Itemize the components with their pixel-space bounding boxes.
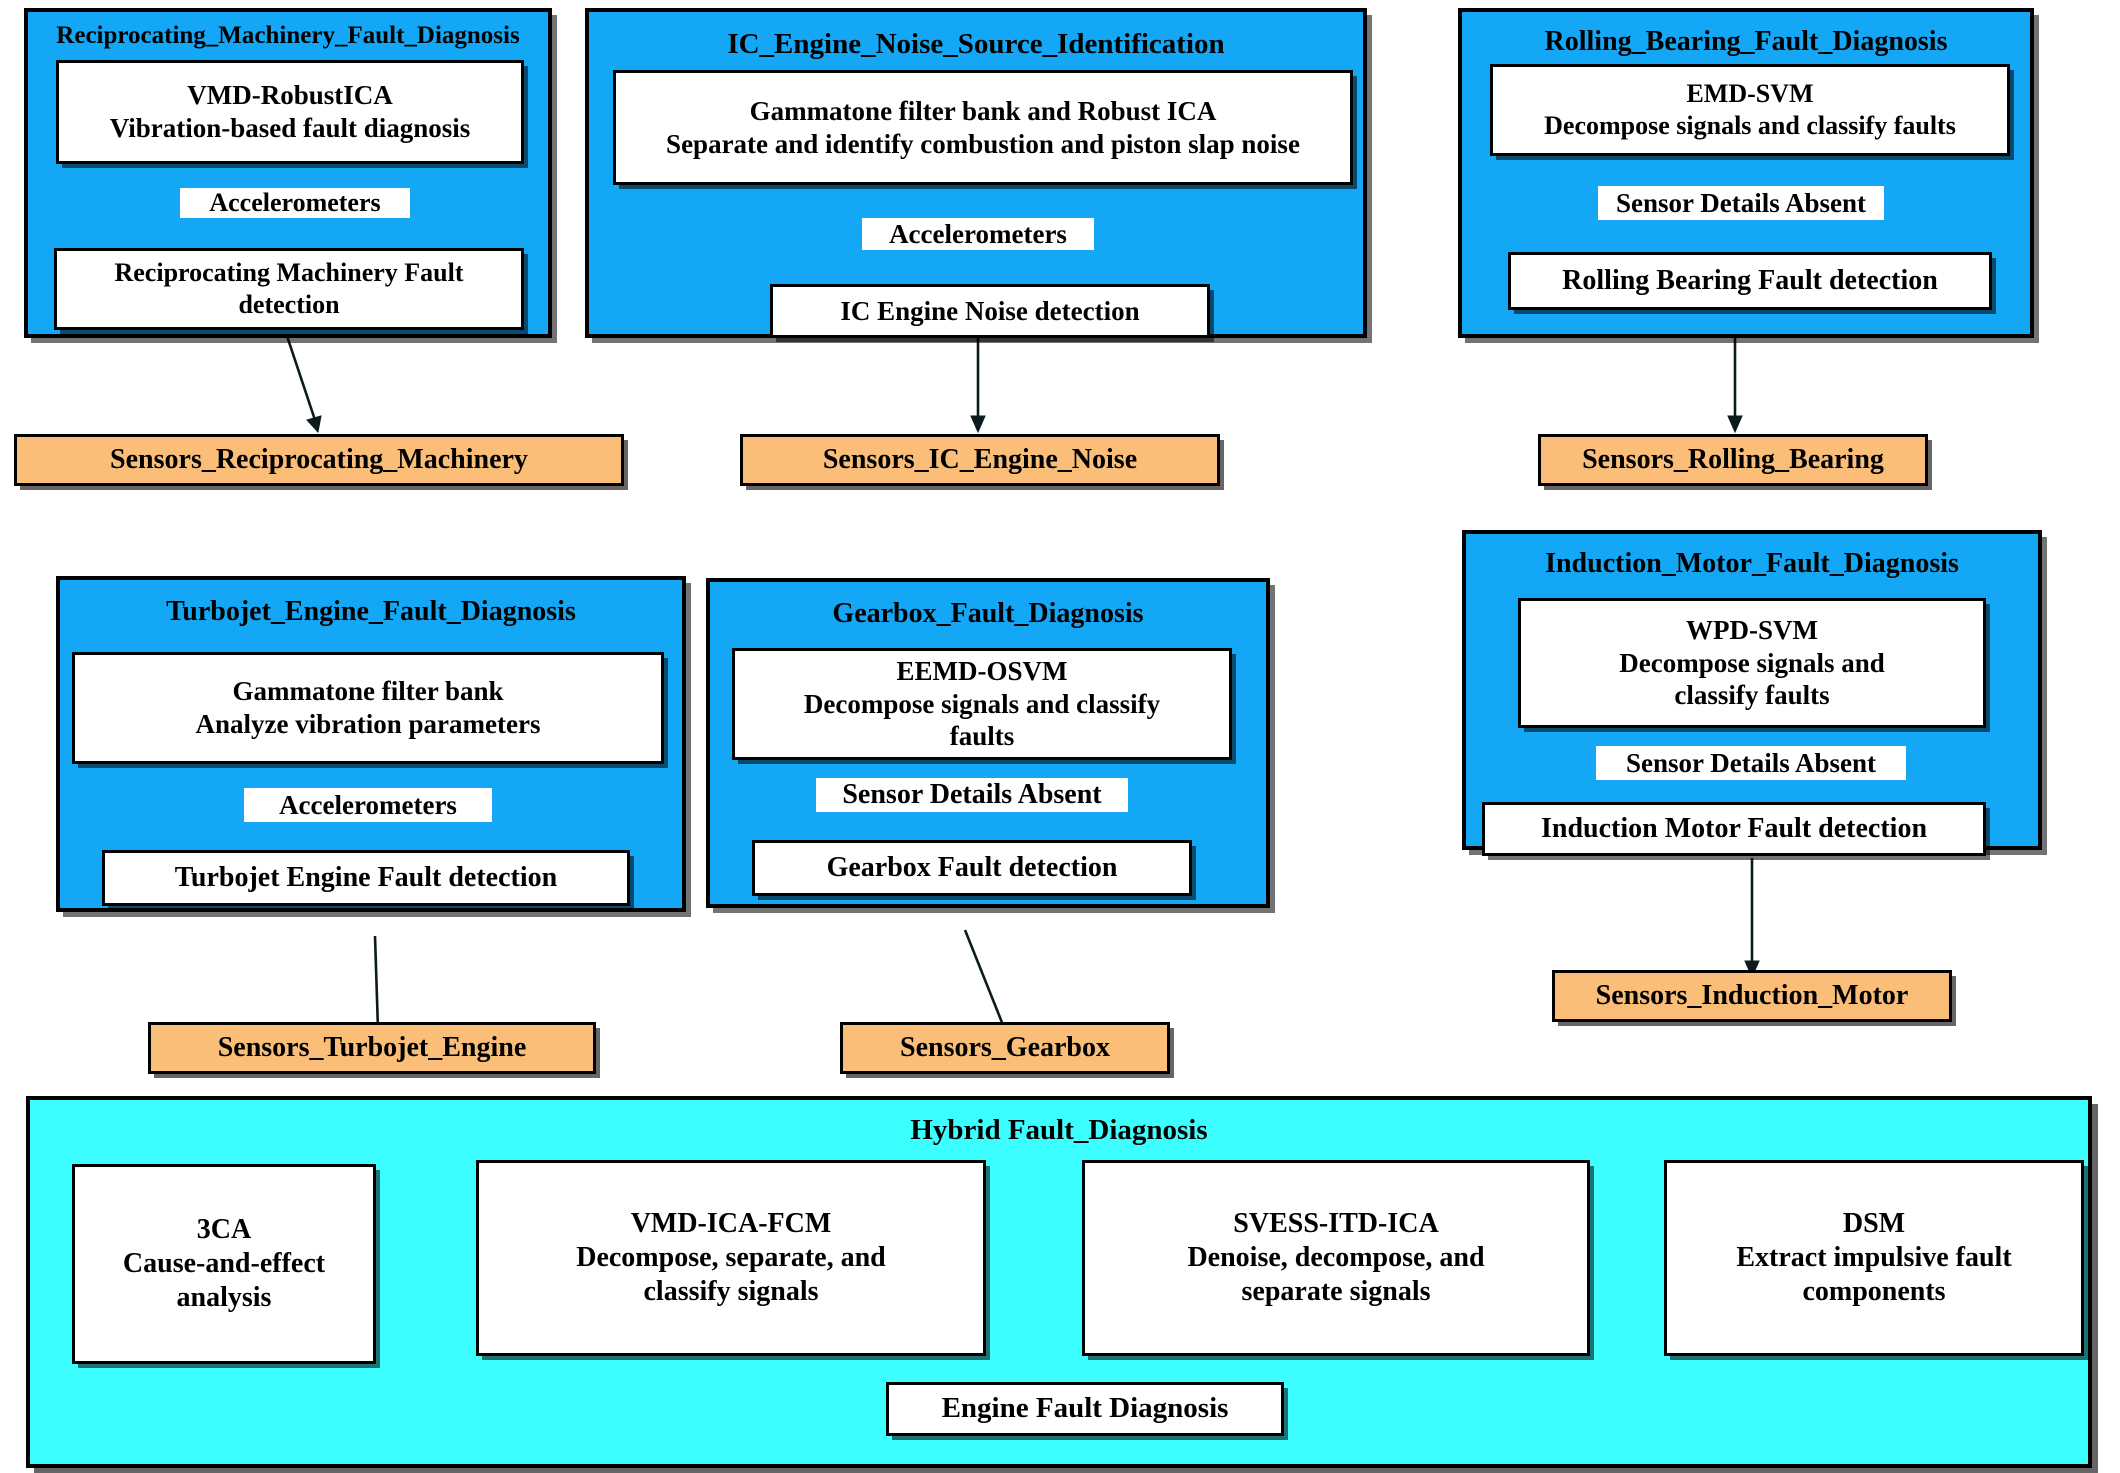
node-vmd-robustica[interactable]: VMD-RobustICA Vibration-based fault diag… [56, 60, 524, 164]
cluster-title-hybrid: Hybrid Fault_Diagnosis [910, 1114, 1208, 1146]
node-svess-itd-ica[interactable]: SVESS-ITD-ICA Denoise, decompose, and se… [1082, 1160, 1590, 1356]
node-wpd-svm-desc: Decompose signals and [1619, 647, 1885, 678]
node-eemd-osvm-desc2: faults [949, 721, 1015, 752]
edge-label-ic-accelerometers: Accelerometers [862, 218, 1094, 250]
node-vmd-ica-fcm-name: VMD-ICA-FCM [630, 1207, 832, 1239]
node-3ca-desc: Cause-and-effect [122, 1247, 326, 1279]
node-dsm-desc: Extract impulsive fault [1736, 1241, 2012, 1273]
node-ic-engine-noise-detection[interactable]: IC Engine Noise detection [770, 284, 1210, 338]
node-engine-fault-diagnosis[interactable]: Engine Fault Diagnosis [886, 1382, 1284, 1436]
node-induction-motor-detection-l1: Induction Motor Fault detection [1540, 812, 1928, 844]
node-reciprocating-detection[interactable]: Reciprocating Machinery Fault detection [54, 248, 524, 330]
node-gearbox-detection[interactable]: Gearbox Fault detection [752, 840, 1192, 896]
cluster-title-induction-motor: Induction_Motor_Fault_Diagnosis [1545, 548, 1959, 579]
cluster-title-reciprocating: Reciprocating_Machinery_Fault_Diagnosis [56, 22, 520, 49]
node-wpd-svm-name: WPD-SVM [1686, 614, 1818, 645]
node-dsm[interactable]: DSM Extract impulsive fault components [1664, 1160, 2084, 1356]
node-emd-svm-desc: Decompose signals and classify faults [1544, 111, 1956, 140]
arrowhead-recip-sensor [306, 415, 322, 434]
node-ic-engine-noise-detection-l1: IC Engine Noise detection [840, 295, 1140, 326]
edge-tj-to-sensor [373, 935, 380, 1031]
node-vmd-robustica-desc: Vibration-based fault diagnosis [109, 113, 471, 143]
cluster-title-rolling-bearing: Rolling_Bearing_Fault_Diagnosis [1544, 26, 1948, 57]
sensor-rolling-bearing[interactable]: Sensors_Rolling_Bearing [1538, 434, 1928, 486]
node-svess-itd-ica-desc2: separate signals [1241, 1276, 1431, 1308]
node-vmd-ica-fcm-desc2: classify signals [643, 1276, 819, 1308]
node-emd-svm[interactable]: EMD-SVM Decompose signals and classify f… [1490, 64, 2010, 156]
node-gearbox-detection-l1: Gearbox Fault detection [826, 851, 1118, 883]
node-turbojet-detection-l1: Turbojet Engine Fault detection [174, 861, 558, 893]
edge-gb-to-sensor [963, 929, 1007, 1031]
node-svess-itd-ica-name: SVESS-ITD-ICA [1233, 1207, 1439, 1239]
edge-recip-to-sensor [283, 329, 317, 421]
node-turbojet-detection[interactable]: Turbojet Engine Fault detection [102, 850, 630, 906]
sensor-ic-engine-noise[interactable]: Sensors_IC_Engine_Noise [740, 434, 1220, 486]
node-rolling-bearing-detection[interactable]: Rolling Bearing Fault detection [1508, 252, 1992, 310]
edge-label-recip-accelerometers: Accelerometers [180, 188, 410, 218]
node-wpd-svm-desc2: classify faults [1674, 680, 1830, 711]
node-3ca-desc2: analysis [176, 1282, 272, 1314]
sensor-reciprocating-machinery[interactable]: Sensors_Reciprocating_Machinery [14, 434, 624, 486]
edge-label-gb-sensor-absent: Sensor Details Absent [816, 778, 1128, 812]
sensor-turbojet-engine[interactable]: Sensors_Turbojet_Engine [148, 1022, 596, 1074]
node-eemd-osvm-desc: Decompose signals and classify [803, 688, 1161, 719]
arrowhead-ic-sensor [970, 415, 986, 434]
node-emd-svm-name: EMD-SVM [1686, 79, 1814, 109]
node-reciprocating-detection-l2: detection [238, 290, 340, 319]
node-eemd-osvm-name: EEMD-OSVM [896, 655, 1068, 686]
node-vmd-ica-fcm[interactable]: VMD-ICA-FCM Decompose, separate, and cla… [476, 1160, 986, 1356]
node-gammatone-turbojet-name: Gammatone filter bank [232, 676, 504, 707]
node-induction-motor-detection[interactable]: Induction Motor Fault detection [1482, 802, 1986, 856]
arrowhead-rb-sensor [1727, 415, 1743, 434]
node-reciprocating-detection-l1: Reciprocating Machinery Fault [114, 258, 464, 288]
node-3ca-name: 3CA [196, 1213, 252, 1245]
node-vmd-robustica-name: VMD-RobustICA [187, 80, 393, 111]
node-engine-fault-diagnosis-label: Engine Fault Diagnosis [941, 1392, 1229, 1425]
node-3ca[interactable]: 3CA Cause-and-effect analysis [72, 1164, 376, 1364]
node-dsm-name: DSM [1842, 1207, 1906, 1239]
sensor-induction-motor[interactable]: Sensors_Induction_Motor [1552, 970, 1952, 1022]
node-dsm-desc2: components [1802, 1276, 1946, 1308]
node-rolling-bearing-detection-l1: Rolling Bearing Fault detection [1562, 264, 1938, 296]
edge-label-im-sensor-absent: Sensor Details Absent [1596, 746, 1906, 780]
node-gammatone-turbojet-desc: Analyze vibration parameters [195, 709, 541, 739]
node-wpd-svm[interactable]: WPD-SVM Decompose signals and classify f… [1518, 598, 1986, 728]
node-gammatone-robustica-desc: Separate and identify combustion and pis… [666, 128, 1300, 159]
node-gammatone-robustica[interactable]: Gammatone filter bank and Robust ICA Sep… [613, 70, 1353, 185]
cluster-title-ic-engine: IC_Engine_Noise_Source_Identification [727, 28, 1225, 60]
edge-label-rb-sensor-absent: Sensor Details Absent [1598, 186, 1884, 220]
cluster-title-gearbox: Gearbox_Fault_Diagnosis [832, 598, 1144, 629]
node-vmd-ica-fcm-desc: Decompose, separate, and [576, 1241, 886, 1273]
node-gammatone-robustica-name: Gammatone filter bank and Robust ICA [749, 95, 1217, 126]
sensor-gearbox[interactable]: Sensors_Gearbox [840, 1022, 1170, 1074]
edge-label-tj-accelerometers: Accelerometers [244, 788, 492, 822]
node-gammatone-turbojet[interactable]: Gammatone filter bank Analyze vibration … [72, 652, 664, 764]
node-svess-itd-ica-desc: Denoise, decompose, and [1187, 1241, 1485, 1273]
cluster-title-turbojet: Turbojet_Engine_Fault_Diagnosis [166, 596, 576, 627]
node-eemd-osvm[interactable]: EEMD-OSVM Decompose signals and classify… [732, 648, 1232, 760]
